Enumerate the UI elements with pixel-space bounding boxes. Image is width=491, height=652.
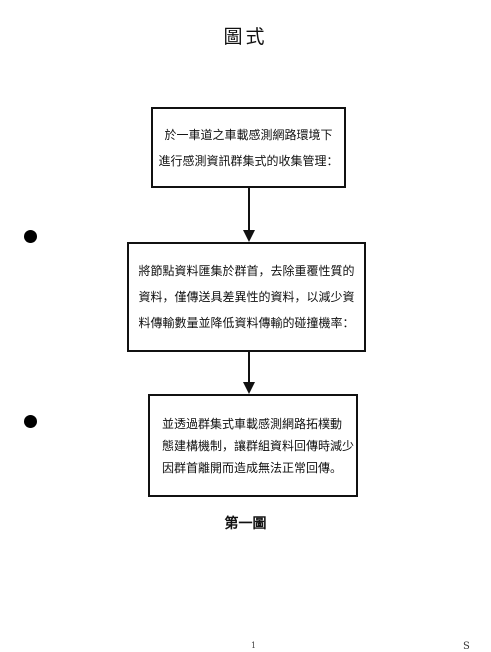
page-marker: 1 <box>251 641 257 650</box>
flow-step-3-line-2: 態建構機制，讓群組資料回傳時減少 <box>162 438 355 453</box>
flow-arrowhead-2 <box>243 382 255 394</box>
figure-caption: 第一圖 <box>224 516 267 532</box>
flow-step-2-box: 將節點資料匯集於群首，去除重覆性質的 資料，僅傳送具差異性的資料，以減少資 料傳… <box>127 242 366 352</box>
flow-step-3-box: 並透過群集式車載感測網路拓樸動 態建構機制，讓群組資料回傳時減少 因群首離開而造… <box>148 394 358 497</box>
flow-step-1-box: 於一車道之車載感測網路環境下 進行感測資訊群集式的收集管理： <box>151 107 346 188</box>
flow-step-1-line-2: 進行感測資訊群集式的收集管理： <box>158 153 339 168</box>
figure-page-title: 圖式 <box>223 26 268 48</box>
flow-step-1-line-1: 於一車道之車載感測網路環境下 <box>164 127 333 142</box>
flow-arrowhead-1 <box>243 230 255 242</box>
flow-step-2-line-2: 資料，僅傳送具差異性的資料，以減少資 <box>138 290 355 304</box>
binder-hole-mark-2 <box>24 415 37 428</box>
binder-hole-mark-1 <box>24 230 37 243</box>
corner-mark: S <box>463 641 470 652</box>
flow-step-2-line-3: 料傳輸數量並降低資料傳輸的碰撞機率： <box>138 316 355 330</box>
flow-step-3-line-3: 因群首離開而造成無法正常回傳。 <box>162 460 343 475</box>
flow-step-3-line-1: 並透過群集式車載感測網路拓樸動 <box>162 416 343 431</box>
flow-step-2-line-1: 將節點資料匯集於群首，去除重覆性質的 <box>138 264 355 278</box>
